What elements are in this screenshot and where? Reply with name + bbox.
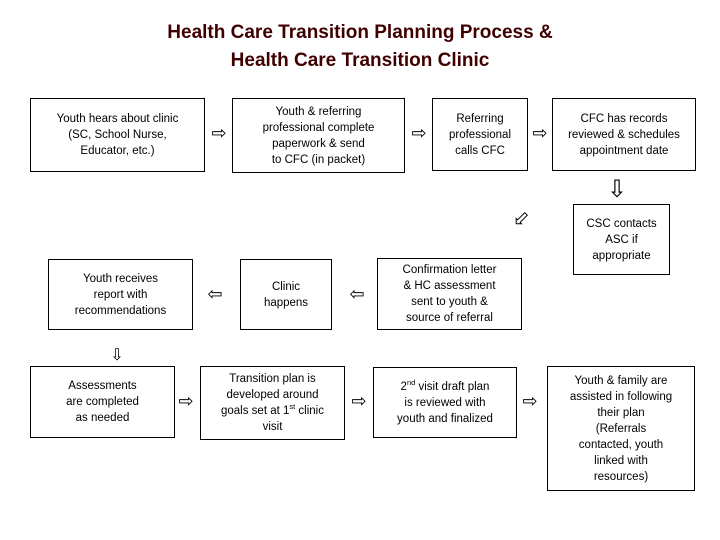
- second-visit-text-pre: 2: [400, 380, 407, 393]
- box-youth-family-text: Youth & family are assisted in following…: [569, 374, 673, 483]
- box-csc-contacts-text: CSC contacts ASC if appropriate: [586, 217, 657, 262]
- second-visit-text-post: visit draft plan is reviewed with youth …: [397, 380, 493, 425]
- box-assessments-completed: Assessments are completed as needed: [30, 366, 175, 438]
- box-paperwork-text: Youth & referring professional complete …: [262, 105, 375, 166]
- box-cfc-records-text: CFC has records reviewed & schedules app…: [568, 112, 680, 157]
- transition-plan-text-post: clinic visit: [262, 405, 324, 433]
- title-line-1: Health Care Transition Planning Process …: [167, 22, 553, 43]
- arrow-down-icon: ⇩: [110, 345, 124, 364]
- box-youth-family-assisted: Youth & family are assisted in following…: [547, 366, 695, 491]
- transition-plan-sup: st: [289, 402, 296, 412]
- box-youth-receives-text: Youth receives report with recommendatio…: [74, 272, 167, 317]
- box-clinic-happens: Clinic happens: [240, 259, 332, 330]
- box-confirmation-letter: Confirmation letter & HC assessment sent…: [377, 258, 522, 330]
- transition-plan-text-pre: Transition plan is developed around goal…: [220, 373, 319, 417]
- arrow-right-icon: ⇨: [522, 391, 538, 412]
- box-referring-calls-text: Referring professional calls CFC: [448, 112, 511, 157]
- arrow-down-left-icon: ⇩: [506, 204, 536, 234]
- box-csc-contacts-asc: CSC contacts ASC if appropriate: [573, 204, 670, 275]
- box-youth-receives-report: Youth receives report with recommendatio…: [48, 259, 193, 330]
- box-assessments-text: Assessments are completed as needed: [66, 380, 139, 424]
- box-transition-plan-text: Transition plan is developed around goal…: [221, 371, 324, 435]
- box-confirmation-text: Confirmation letter & HC assessment sent…: [402, 264, 497, 324]
- title-line-2: Health Care Transition Clinic: [230, 50, 490, 71]
- arrow-right-icon: ⇨: [211, 123, 227, 144]
- box-second-visit-text: 2nd visit draft plan is reviewed with yo…: [397, 377, 493, 427]
- page-title: Health Care Transition Planning Process …: [0, 19, 720, 75]
- box-paperwork-to-cfc: Youth & referring professional complete …: [232, 98, 405, 173]
- box-referring-professional-calls: Referring professional calls CFC: [432, 98, 528, 171]
- arrow-left-icon: ⇦: [207, 284, 223, 305]
- box-clinic-happens-text: Clinic happens: [263, 280, 309, 309]
- box-youth-hears-about-clinic: Youth hears about clinic (SC, School Nur…: [30, 98, 205, 172]
- arrow-right-icon: ⇨: [178, 391, 194, 412]
- arrow-down-icon: ⇩: [606, 175, 628, 203]
- box-cfc-records-reviewed: CFC has records reviewed & schedules app…: [552, 98, 696, 171]
- second-visit-sup: nd: [406, 377, 416, 387]
- box-transition-plan-developed: Transition plan is developed around goal…: [200, 366, 345, 440]
- arrow-right-icon: ⇨: [351, 391, 367, 412]
- arrow-right-icon: ⇨: [532, 123, 548, 144]
- arrow-right-icon: ⇨: [411, 123, 427, 144]
- box-second-visit-draft-plan: 2nd visit draft plan is reviewed with yo…: [373, 367, 517, 438]
- arrow-left-icon: ⇦: [349, 284, 365, 305]
- box-youth-hears-text: Youth hears about clinic (SC, School Nur…: [56, 113, 179, 157]
